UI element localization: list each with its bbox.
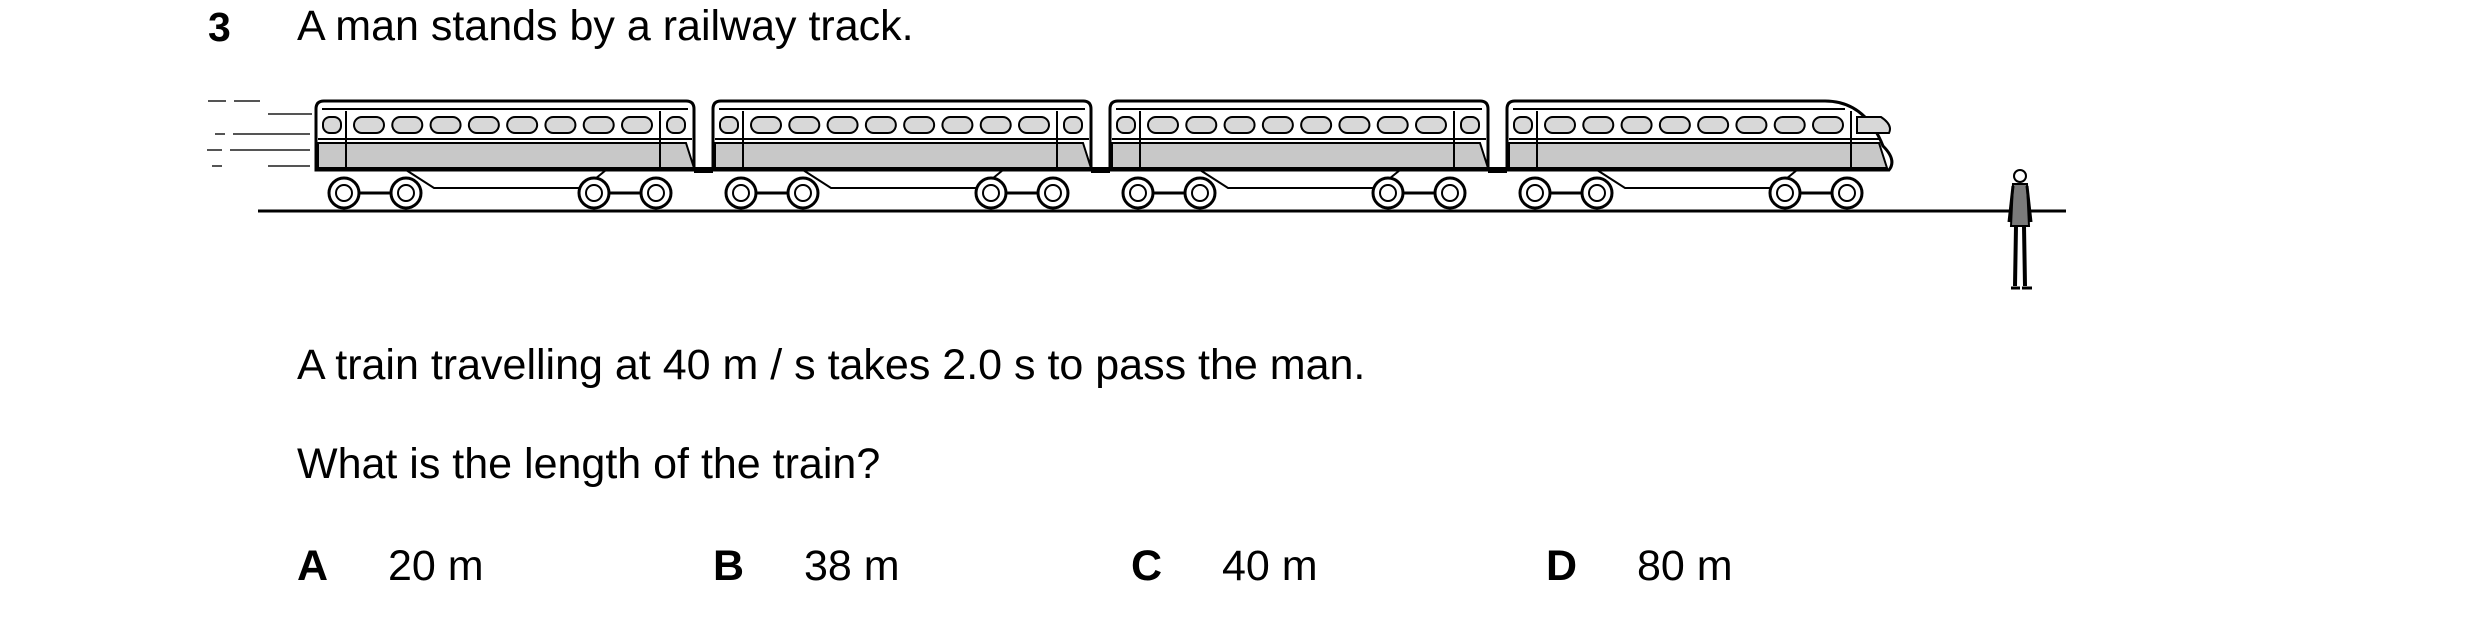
option-c[interactable]: C 40 m bbox=[1131, 542, 1318, 591]
coach-window bbox=[1018, 116, 1050, 134]
coach-window bbox=[1338, 116, 1371, 134]
question-stem: A man stands by a railway track. bbox=[297, 2, 914, 50]
coach-window bbox=[391, 116, 424, 134]
coach-window bbox=[1147, 116, 1179, 134]
question-line-3: What is the length of the train? bbox=[297, 440, 881, 488]
coach-window bbox=[582, 116, 615, 134]
coach-window bbox=[864, 116, 897, 134]
coach-window bbox=[750, 116, 782, 134]
train bbox=[314, 99, 1894, 210]
coach-window bbox=[903, 116, 936, 134]
option-c-label: C bbox=[1131, 542, 1163, 590]
train-coach bbox=[1505, 99, 1894, 210]
option-a-label: A bbox=[297, 542, 329, 590]
coach-window bbox=[353, 116, 385, 134]
coach-window bbox=[941, 116, 974, 134]
train-diagram bbox=[207, 99, 2066, 290]
option-d-value: 80 m bbox=[1637, 542, 1733, 590]
coach-window bbox=[1658, 116, 1691, 134]
coach-window bbox=[506, 116, 539, 134]
option-b-label: B bbox=[713, 542, 745, 590]
coach-window bbox=[1415, 116, 1447, 134]
coach-window bbox=[544, 116, 577, 134]
coach-window bbox=[1544, 116, 1576, 134]
coach-window bbox=[1812, 116, 1844, 134]
option-d[interactable]: D 80 m bbox=[1546, 542, 1733, 591]
coach-window bbox=[1620, 116, 1653, 134]
coach-window bbox=[1261, 116, 1294, 134]
option-d-label: D bbox=[1546, 542, 1578, 590]
coach-window bbox=[1376, 116, 1409, 134]
coach-window bbox=[621, 116, 653, 134]
coach-window bbox=[429, 116, 462, 134]
coach-window bbox=[467, 116, 500, 134]
coach-window bbox=[1735, 116, 1768, 134]
coach-window bbox=[1223, 116, 1256, 134]
option-c-value: 40 m bbox=[1222, 542, 1318, 590]
option-a[interactable]: A 20 m bbox=[297, 542, 484, 591]
coach-window bbox=[1773, 116, 1806, 134]
train-coach bbox=[314, 99, 713, 210]
coach-window bbox=[979, 116, 1012, 134]
motion-lines bbox=[207, 100, 312, 167]
man-figure bbox=[2007, 169, 2033, 290]
coach-window bbox=[1582, 116, 1615, 134]
coach-window bbox=[1697, 116, 1730, 134]
train-coach bbox=[1108, 99, 1507, 210]
option-b-value: 38 m bbox=[804, 542, 900, 590]
option-a-value: 20 m bbox=[388, 542, 484, 590]
question-number: 3 bbox=[208, 4, 231, 50]
coach-window bbox=[788, 116, 821, 134]
option-b[interactable]: B 38 m bbox=[713, 542, 900, 591]
coach-window bbox=[1300, 116, 1333, 134]
coach-window bbox=[826, 116, 859, 134]
train-coach bbox=[711, 99, 1110, 210]
coach-window bbox=[1185, 116, 1218, 134]
question-line-2: A train travelling at 40 m / s takes 2.0… bbox=[297, 341, 1366, 389]
